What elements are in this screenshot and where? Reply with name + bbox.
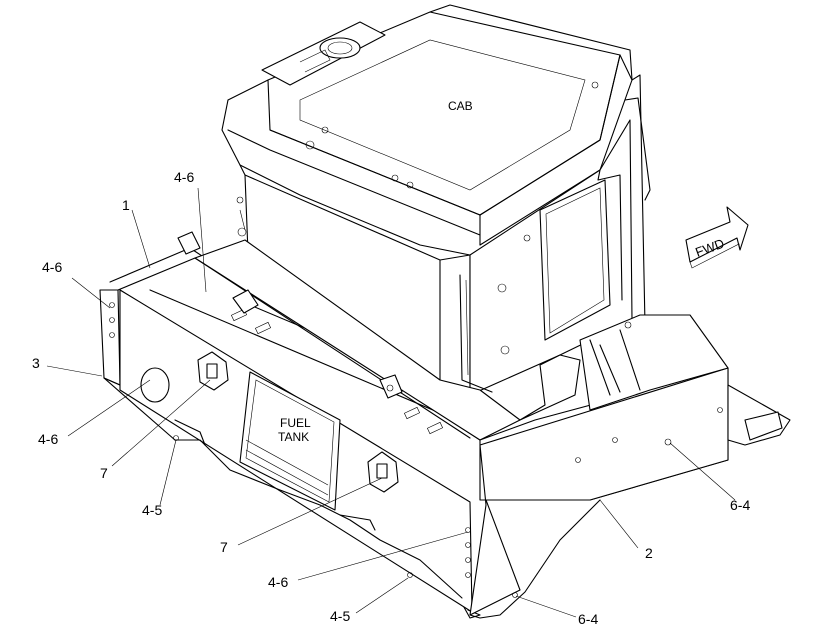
callout-4: 3: [32, 355, 40, 371]
knob-left: [197, 351, 229, 391]
callout-8: 7: [220, 539, 228, 555]
leader-lines: [46, 187, 736, 618]
knob-right: [367, 451, 399, 493]
callout-9: 4-6: [268, 574, 288, 590]
callout-11: 6-4: [578, 611, 598, 627]
callouts: 1 4-6 4-6 3 4-6 7 4-5 7 4-6 4-5 6-4 2 6-…: [32, 169, 750, 627]
fuel-tank-label-line2: TANK: [278, 430, 309, 444]
callout-7: 4-5: [142, 502, 162, 518]
cab: [221, 4, 651, 396]
callout-3: 4-6: [42, 259, 62, 275]
cab-label: CAB: [448, 99, 473, 113]
fuel-tank-label-line1: FUEL: [280, 416, 311, 430]
callout-12: 2: [645, 545, 653, 561]
callout-13: 6-4: [730, 497, 750, 513]
cab-beacon: [261, 21, 386, 86]
callout-1: 1: [122, 197, 130, 213]
callout-6: 7: [100, 465, 108, 481]
callout-5: 4-6: [38, 431, 58, 447]
frame-assembly: [99, 231, 791, 619]
callout-2: 4-6: [174, 169, 194, 185]
callout-10: 4-5: [330, 608, 350, 624]
fwd-arrow: FWD: [685, 206, 749, 269]
